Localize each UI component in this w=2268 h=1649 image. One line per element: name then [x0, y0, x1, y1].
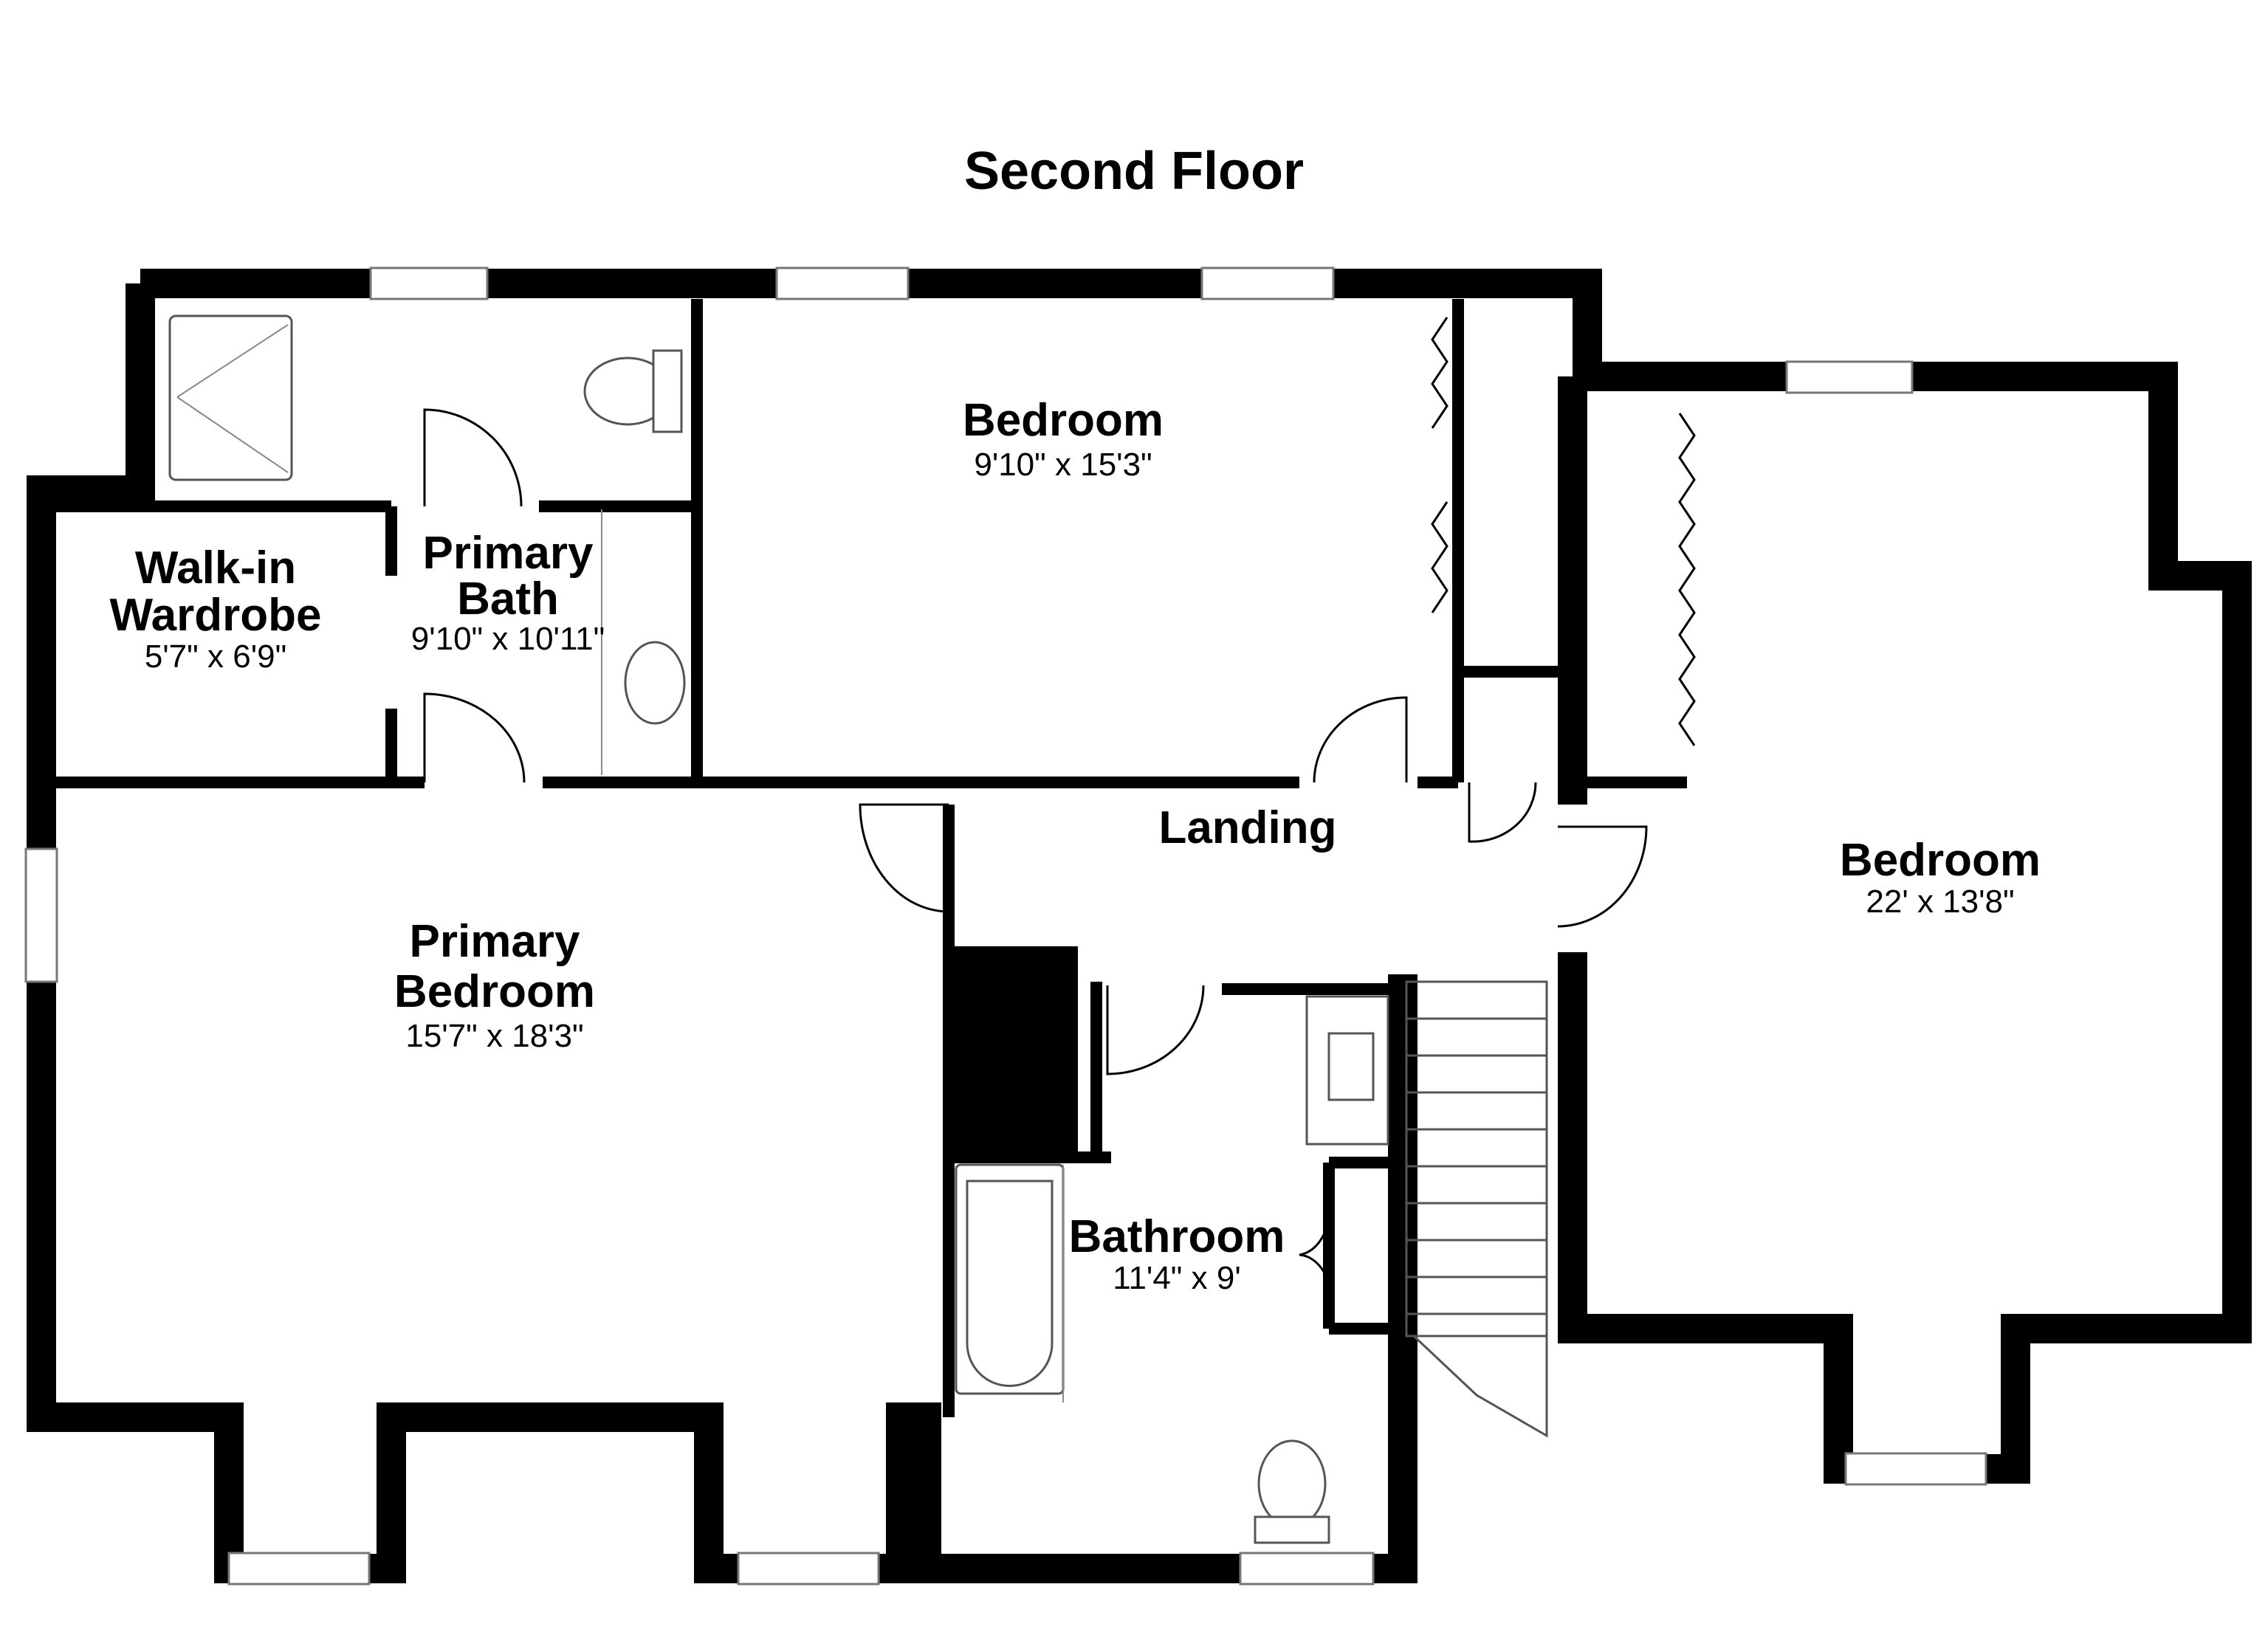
doors	[423, 408, 1648, 1285]
room-name-bedroom-north: Bedroom	[963, 395, 1164, 446]
door-swing	[1106, 985, 1205, 1075]
sink	[1327, 1032, 1375, 1101]
room-name-bedroom-east: Bedroom	[1840, 835, 2041, 886]
door-swing	[1468, 782, 1537, 843]
door-swing	[1299, 1210, 1330, 1285]
room-name-walk-in-wardrobe-line2: Wardrobe	[109, 590, 321, 641]
room-name-landing: Landing	[1158, 802, 1336, 853]
staircase	[1405, 980, 1548, 1438]
fixtures	[168, 314, 1389, 1544]
window	[1785, 360, 1914, 394]
room-name-bathroom: Bathroom	[1069, 1211, 1285, 1262]
sink	[624, 641, 686, 725]
toilet-tank	[652, 349, 683, 433]
window	[369, 266, 489, 300]
room-name-primary-bath-line2: Bath	[457, 574, 559, 624]
window	[737, 1552, 880, 1586]
window	[1239, 1552, 1375, 1586]
window	[1844, 1452, 1987, 1486]
windows	[24, 266, 1987, 1586]
bifold-doors	[1431, 317, 1696, 746]
closet-block	[949, 946, 1078, 1151]
room-dimensions-bathroom: 11'4" x 9'	[1113, 1260, 1241, 1296]
window	[227, 1552, 371, 1586]
room-dimensions-bedroom-north: 9'10" x 15'3"	[974, 447, 1152, 483]
room-name-walk-in-wardrobe-line1: Walk-in	[135, 543, 296, 593]
door-swing	[1313, 696, 1408, 783]
shower	[168, 314, 293, 481]
bathtub-basin	[966, 1180, 1054, 1387]
door-swing	[423, 692, 526, 783]
window	[1200, 266, 1335, 300]
room-dimensions-primary-bedroom: 15'7" x 18'3"	[405, 1018, 583, 1054]
window	[24, 847, 58, 983]
room-dimensions-walk-in-wardrobe: 5'7" x 6'9"	[145, 638, 286, 675]
room-name-primary-bedroom-line2: Bedroom	[394, 966, 595, 1017]
toilet	[1257, 1439, 1327, 1528]
door-swing	[859, 803, 949, 913]
room-name-primary-bedroom-line1: Primary	[410, 916, 580, 967]
window	[775, 266, 910, 300]
toilet-tank	[1254, 1515, 1330, 1544]
door-swing	[1557, 825, 1648, 928]
room-dimensions-primary-bath: 9'10" x 10'11"	[411, 621, 605, 657]
door-swing	[423, 408, 523, 507]
room-name-primary-bath-line1: Primary	[423, 528, 594, 579]
floor-title: Second Floor	[964, 142, 1304, 201]
room-dimensions-bedroom-east: 22' x 13'8"	[1866, 884, 2014, 920]
